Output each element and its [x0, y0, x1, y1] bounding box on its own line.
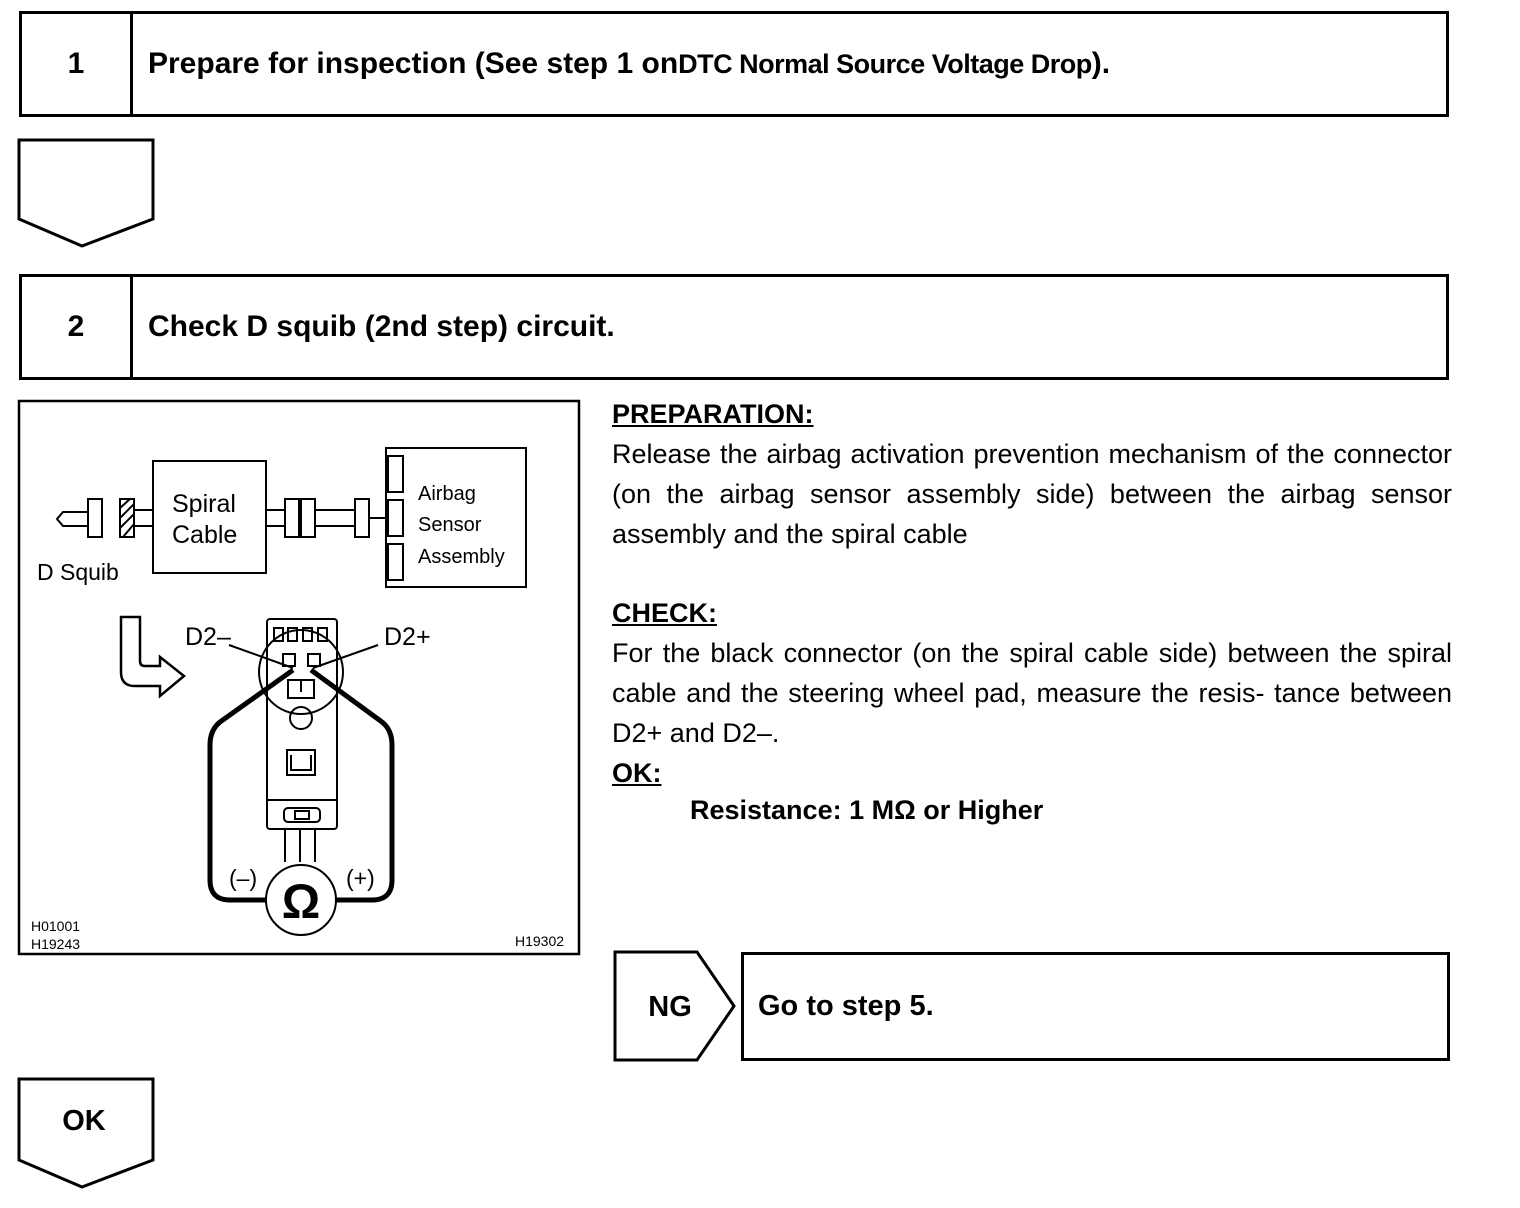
sensor-side-connector: [266, 498, 386, 538]
preparation-text: Release the airbag activation prevention…: [612, 439, 1452, 549]
ok-heading: OK:: [612, 758, 662, 788]
check-text: For the black connector (on the spiral c…: [612, 638, 1452, 748]
step-1-title-reference: DTC Normal Source Voltage Drop: [678, 48, 1092, 79]
positive-lead-label: (+): [346, 865, 375, 891]
svg-text:Sensor: Sensor: [418, 514, 482, 536]
black-connector: [258, 618, 344, 862]
step-1-title: Prepare for inspection (See step 1 on DT…: [148, 47, 1111, 80]
step-2-number: 2: [22, 277, 133, 377]
d2-plus-label: D2+: [384, 623, 431, 651]
check-heading: CHECK:: [612, 598, 717, 628]
ok-arrow-label: OK: [62, 1105, 106, 1137]
ng-action-box: Go to step 5.: [741, 952, 1450, 1061]
negative-lead-label: (–): [229, 865, 257, 891]
resistance-spec: Resistance: 1 MΩ or Higher: [690, 795, 1044, 825]
step-2-box: 2 Check D squib (2nd step) circuit.: [19, 274, 1449, 380]
d2-minus-label: D2–: [185, 623, 231, 651]
preparation-heading: PREPARATION:: [612, 399, 814, 429]
ng-action-text: Go to step 5.: [758, 990, 934, 1022]
svg-text:Airbag: Airbag: [418, 483, 476, 505]
svg-text:Assembly: Assembly: [418, 546, 505, 568]
figure-code: H01001: [31, 918, 80, 934]
d-squib-label: D Squib: [37, 559, 119, 585]
spiral-cable-box: [152, 460, 267, 574]
step-2-title: Check D squib (2nd step) circuit.: [148, 310, 615, 343]
ohmmeter-leads: [207, 667, 395, 903]
step-1-box: 1 Prepare for inspection (See step 1 on …: [19, 11, 1449, 117]
ohm-icon: Ω: [282, 876, 320, 929]
step-1-number: 1: [22, 14, 133, 114]
airbag-sensor-box: [385, 447, 527, 588]
d-squib-connector: [55, 498, 153, 538]
ng-label: NG: [648, 991, 692, 1023]
svg-text:Spiral: Spiral: [172, 490, 236, 518]
figure-code: H19302: [515, 933, 564, 949]
svg-text:Cable: Cable: [172, 521, 237, 549]
bent-arrow-icon: [119, 615, 186, 699]
figure-code: H19243: [31, 936, 80, 952]
